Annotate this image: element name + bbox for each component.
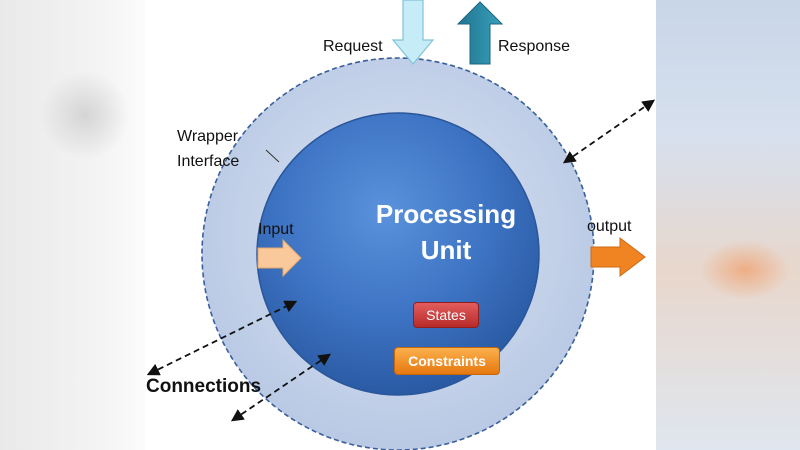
wrapper-label-line1: Wrapper bbox=[177, 128, 239, 145]
processing-unit-title: Processing Unit bbox=[356, 196, 536, 268]
request-label: Request bbox=[323, 38, 383, 55]
request-arrow bbox=[391, 0, 435, 65]
input-label: Input bbox=[258, 221, 294, 238]
output-arrow bbox=[590, 236, 646, 278]
output-label: output bbox=[587, 218, 632, 235]
response-label: Response bbox=[498, 38, 571, 55]
left-blur-shape bbox=[40, 70, 130, 160]
connection-arrow-top-right bbox=[562, 99, 656, 164]
right-blur-shape bbox=[700, 240, 790, 300]
connection-arrow-bottom-left-1 bbox=[146, 300, 298, 376]
diagram-canvas: Request Response Wrapper Interface Input… bbox=[145, 0, 656, 450]
wrapper-leader-line bbox=[265, 149, 280, 163]
wrapper-label-line2: Interface bbox=[177, 153, 240, 170]
states-badge: States bbox=[413, 302, 479, 328]
input-arrow bbox=[257, 238, 302, 278]
right-background-panel bbox=[656, 0, 800, 450]
constraints-badge: Constraints bbox=[394, 347, 500, 375]
processing-title-line2: Unit bbox=[420, 235, 472, 265]
left-background-panel bbox=[0, 0, 145, 450]
processing-title-line1: Processing bbox=[375, 199, 517, 229]
response-arrow bbox=[456, 1, 504, 65]
connections-label: Connections bbox=[146, 376, 262, 397]
